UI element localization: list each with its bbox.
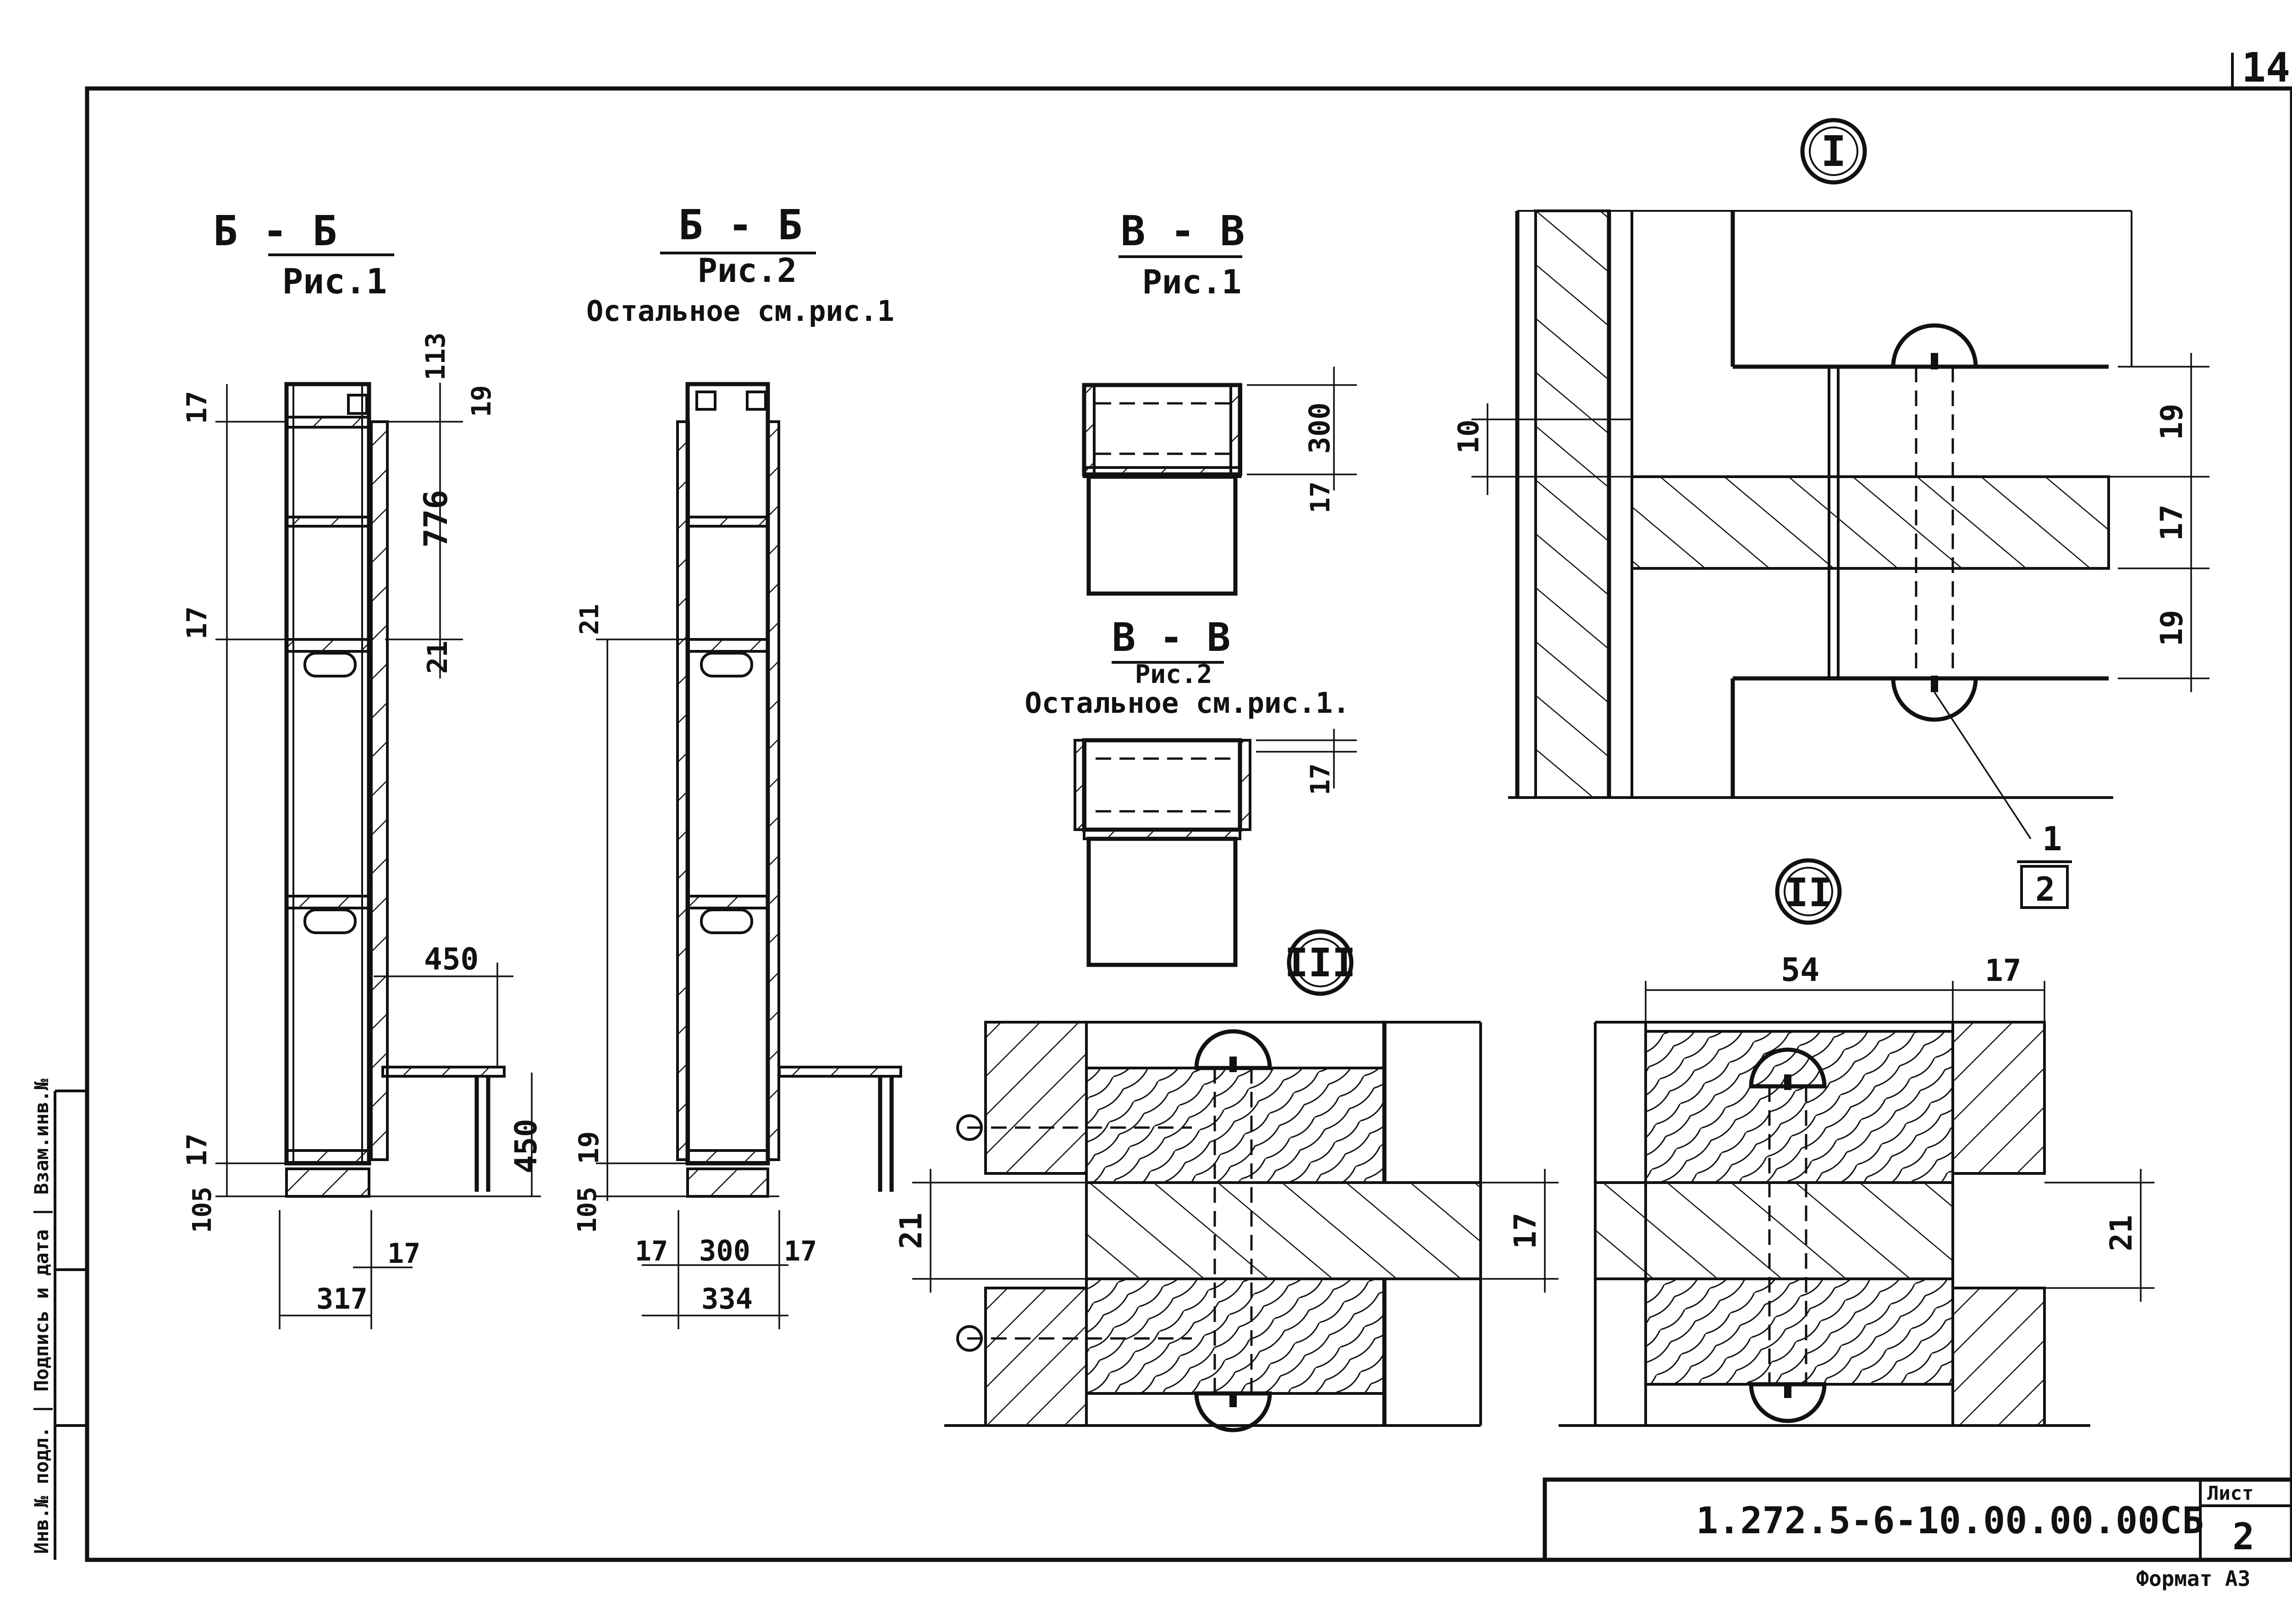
sheet-number: 2 — [2232, 1515, 2254, 1558]
section-vv2-sub: Рис.2 — [1135, 660, 1212, 689]
side-stamp: Инв.№ подл. | Подпись и дата | Взам.инв.… — [30, 1079, 87, 1560]
dim-bb1-776: 776 — [417, 490, 455, 548]
detail-1: I 1 2 10 19 17 — [1452, 118, 2209, 909]
callout-one: I — [1821, 127, 1846, 176]
document-code: 1.272.5-6-10.00.00.00СБ — [1696, 1499, 2204, 1542]
dim-bb1-450a: 450 — [424, 941, 479, 977]
leader-den: 2 — [2035, 870, 2055, 908]
dim-bb2-334: 334 — [701, 1282, 753, 1316]
dim-det3-17: 17 — [1508, 1213, 1543, 1249]
detail-2: II 54 17 21 — [1559, 858, 2154, 1427]
dim-bb1-17a: 17 — [181, 391, 213, 424]
dim-det2-21: 21 — [2104, 1215, 2139, 1251]
section-vv1-sub: Рис.1 — [1142, 263, 1242, 301]
dim-bb1-450b: 450 — [508, 1119, 544, 1173]
section-vv1-title: В - В — [1121, 207, 1245, 255]
dim-det1-19a: 19 — [2154, 404, 2189, 440]
dim-bb2-17a: 17 — [635, 1235, 668, 1267]
callout-two-circle — [1775, 858, 1842, 925]
callout-three: III — [1284, 940, 1355, 986]
sheet-frame — [85, 86, 2292, 1562]
dim-bb2-105: 105 — [573, 1187, 602, 1233]
callout-three-circle — [1287, 929, 1354, 996]
dim-det1-19b: 19 — [2154, 610, 2189, 646]
section-bb-fig2: Б - Б Рис.2 Остальное см.рис.1 21 19 105… — [573, 201, 902, 1329]
format-label: Формат А3 — [2136, 1566, 2250, 1591]
dim-bb1-17b: 17 — [181, 606, 213, 639]
dim-bb2-21: 21 — [575, 604, 605, 635]
dim-det2-54: 54 — [1781, 951, 1819, 989]
dim-vv2-17: 17 — [1305, 763, 1336, 795]
section-vv-fig2: В - В Рис.2 Остальное см.рис.1. 17 — [1025, 615, 1357, 967]
callout-one-circle — [1800, 118, 1867, 185]
dim-bb1-19: 19 — [466, 385, 497, 417]
dim-bb2-19: 19 — [573, 1131, 605, 1164]
dim-bb1-105: 105 — [187, 1187, 217, 1233]
section-vv-fig1: В - В Рис.1 300 17 — [1082, 207, 1357, 596]
detail-3: III 21 17 — [893, 929, 1559, 1432]
side-stamp-text: Инв.№ подл. | Подпись и дата | Взам.инв.… — [30, 1079, 53, 1554]
section-bb2-note: Остальное см.рис.1 — [586, 294, 894, 328]
page-number: 141 — [2242, 44, 2292, 91]
section-vv2-note: Остальное см.рис.1. — [1025, 686, 1350, 720]
dim-bb1-21: 21 — [422, 641, 454, 674]
dim-det1-10: 10 — [1452, 419, 1485, 454]
dim-bb1-317: 317 — [316, 1282, 368, 1316]
dim-bb2-300: 300 — [699, 1234, 750, 1267]
dim-det1-17: 17 — [2154, 505, 2189, 541]
section-bb1-sub: Рис.1 — [282, 261, 387, 302]
dim-vv1-17: 17 — [1305, 481, 1336, 513]
leader-num: 1 — [2042, 820, 2062, 858]
dim-vv1-300: 300 — [1303, 402, 1336, 454]
sheet-label: Лист — [2207, 1482, 2253, 1504]
dim-bb2-17b: 17 — [784, 1235, 817, 1267]
dim-bb1-113: 113 — [420, 332, 451, 380]
section-bb2-title: Б - Б — [678, 201, 803, 249]
callout-two: II — [1785, 870, 1832, 916]
dim-det3-21: 21 — [893, 1213, 929, 1249]
section-bb-fig1: Б - Б Рис.1 — [181, 207, 544, 1329]
section-bb1-title: Б - Б — [213, 207, 337, 255]
title-block: 1.272.5-6-10.00.00.00СБ Лист 2 Формат А3 — [1543, 1477, 2292, 1591]
dim-bb1-17d: 17 — [387, 1238, 420, 1270]
section-bb2-sub: Рис.2 — [698, 251, 797, 290]
dim-bb1-17c: 17 — [181, 1134, 213, 1167]
section-vv2-title: В - В — [1112, 615, 1231, 661]
dim-det2-17a: 17 — [1985, 953, 2021, 988]
